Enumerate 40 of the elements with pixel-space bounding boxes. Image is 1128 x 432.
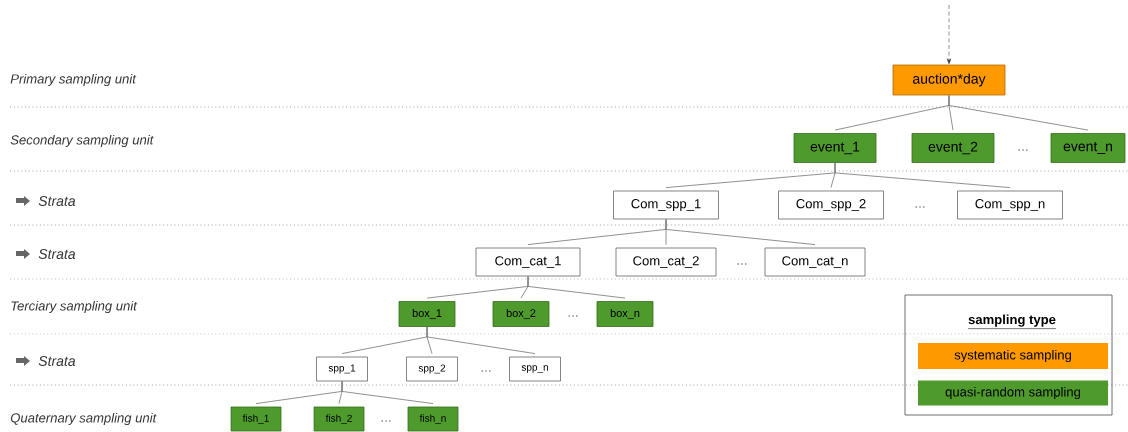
ellipsis: … bbox=[481, 370, 491, 372]
stratum-box: spp_1 bbox=[316, 356, 368, 382]
ellipsis: … bbox=[737, 263, 747, 265]
stratum-box: Com_spp_n bbox=[957, 190, 1063, 220]
sampling-unit-box: event_1 bbox=[793, 133, 877, 163]
connector-line bbox=[527, 276, 626, 299]
sampling-unit-box: fish_n bbox=[407, 406, 459, 432]
ellipsis: … bbox=[568, 315, 578, 317]
stratum-box: Com_cat_n bbox=[764, 247, 866, 277]
sampling-unit-box: fish_2 bbox=[313, 406, 365, 432]
stratum-box: Com_spp_1 bbox=[613, 190, 719, 220]
sampling-unit-box: box_1 bbox=[398, 301, 456, 327]
row-label: Quaternary sampling unit bbox=[10, 412, 157, 426]
row-label: Terciary sampling unit bbox=[11, 300, 138, 314]
stratum-box: Com_spp_2 bbox=[778, 190, 884, 220]
ellipsis: … bbox=[915, 206, 925, 208]
sampling-unit-box: event_2 bbox=[911, 133, 995, 163]
stratum-box: spp_n bbox=[509, 356, 561, 382]
stratum-box: Com_cat_2 bbox=[615, 247, 717, 277]
sampling-unit-box: fish_1 bbox=[230, 406, 282, 432]
connector-line bbox=[665, 219, 816, 245]
connector-line bbox=[341, 381, 434, 404]
sampling-unit-box: box_n bbox=[596, 301, 654, 327]
row-label: Primary sampling unit bbox=[10, 73, 137, 87]
sampling-unit-box: box_2 bbox=[492, 301, 550, 327]
sampling-unit-box: auction*day bbox=[892, 64, 1006, 96]
stratum-box: Com_cat_1 bbox=[475, 247, 581, 277]
connector-line bbox=[834, 162, 1011, 188]
row-label: Strata bbox=[38, 356, 76, 366]
connector-line bbox=[426, 326, 536, 354]
connector-line bbox=[948, 95, 1089, 131]
legend-title: sampling type bbox=[967, 314, 1057, 329]
row-label: Strata bbox=[38, 249, 76, 259]
ellipsis: … bbox=[381, 420, 391, 422]
sampling-unit-box: event_n bbox=[1050, 133, 1126, 163]
row-label: Strata bbox=[38, 196, 76, 206]
connector-line bbox=[946, 4, 952, 65]
row-label: Secondary sampling unit bbox=[10, 134, 154, 148]
stratum-box: spp_2 bbox=[406, 356, 458, 382]
ellipsis: … bbox=[1018, 149, 1028, 151]
